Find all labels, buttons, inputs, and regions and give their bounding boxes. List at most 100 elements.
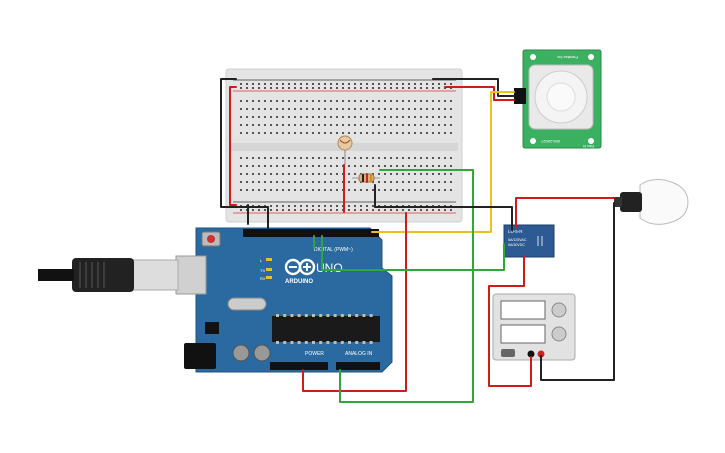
breadboard-hole[interactable] — [354, 165, 356, 167]
breadboard-hole[interactable] — [336, 181, 338, 183]
breadboard-hole[interactable] — [252, 108, 254, 110]
breadboard-hole[interactable] — [264, 209, 266, 211]
breadboard-hole[interactable] — [324, 173, 326, 175]
resistor[interactable] — [352, 173, 380, 183]
breadboard-hole[interactable] — [378, 124, 380, 126]
breadboard-hole[interactable] — [336, 209, 338, 211]
breadboard-hole[interactable] — [300, 108, 302, 110]
breadboard-hole[interactable] — [390, 83, 392, 85]
breadboard-hole[interactable] — [366, 116, 368, 118]
breadboard-hole[interactable] — [294, 209, 296, 211]
breadboard-hole[interactable] — [270, 205, 272, 207]
breadboard-hole[interactable] — [300, 157, 302, 159]
breadboard-hole[interactable] — [348, 83, 350, 85]
breadboard-hole[interactable] — [372, 132, 374, 134]
breadboard-hole[interactable] — [366, 189, 368, 191]
breadboard-hole[interactable] — [444, 173, 446, 175]
breadboard-hole[interactable] — [264, 100, 266, 102]
wire-relay-bulb[interactable] — [515, 197, 615, 228]
breadboard-hole[interactable] — [414, 100, 416, 102]
breadboard-hole[interactable] — [330, 87, 332, 89]
breadboard-hole[interactable] — [378, 181, 380, 183]
breadboard-hole[interactable] — [438, 181, 440, 183]
breadboard-hole[interactable] — [360, 209, 362, 211]
breadboard-hole[interactable] — [252, 181, 254, 183]
breadboard-hole[interactable] — [396, 181, 398, 183]
breadboard-hole[interactable] — [354, 132, 356, 134]
breadboard-hole[interactable] — [420, 83, 422, 85]
breadboard-hole[interactable] — [306, 181, 308, 183]
breadboard-hole[interactable] — [342, 132, 344, 134]
breadboard-hole[interactable] — [330, 173, 332, 175]
breadboard-hole[interactable] — [414, 173, 416, 175]
breadboard-hole[interactable] — [348, 132, 350, 134]
breadboard-hole[interactable] — [330, 108, 332, 110]
breadboard-hole[interactable] — [258, 209, 260, 211]
breadboard-hole[interactable] — [306, 83, 308, 85]
breadboard-hole[interactable] — [312, 100, 314, 102]
breadboard-hole[interactable] — [342, 83, 344, 85]
breadboard-hole[interactable] — [324, 209, 326, 211]
breadboard-hole[interactable] — [282, 132, 284, 134]
breadboard-hole[interactable] — [450, 209, 452, 211]
breadboard-hole[interactable] — [324, 100, 326, 102]
breadboard-hole[interactable] — [246, 173, 248, 175]
breadboard-hole[interactable] — [288, 209, 290, 211]
breadboard-hole[interactable] — [300, 116, 302, 118]
breadboard-hole[interactable] — [246, 181, 248, 183]
breadboard-hole[interactable] — [294, 87, 296, 89]
breadboard-hole[interactable] — [390, 165, 392, 167]
breadboard-hole[interactable] — [348, 87, 350, 89]
breadboard-hole[interactable] — [270, 116, 272, 118]
breadboard-hole[interactable] — [324, 132, 326, 134]
breadboard-hole[interactable] — [450, 157, 452, 159]
breadboard-hole[interactable] — [432, 173, 434, 175]
breadboard-hole[interactable] — [300, 87, 302, 89]
breadboard-hole[interactable] — [246, 100, 248, 102]
breadboard-hole[interactable] — [432, 189, 434, 191]
breadboard-hole[interactable] — [372, 165, 374, 167]
breadboard-hole[interactable] — [324, 87, 326, 89]
breadboard-hole[interactable] — [432, 108, 434, 110]
breadboard-hole[interactable] — [408, 209, 410, 211]
breadboard-hole[interactable] — [444, 116, 446, 118]
breadboard-hole[interactable] — [414, 132, 416, 134]
breadboard-hole[interactable] — [450, 108, 452, 110]
breadboard-hole[interactable] — [336, 189, 338, 191]
breadboard-hole[interactable] — [288, 165, 290, 167]
breadboard-hole[interactable] — [276, 173, 278, 175]
wire-vcc-pir[interactable] — [444, 86, 515, 101]
breadboard-hole[interactable] — [372, 157, 374, 159]
breadboard-hole[interactable] — [426, 100, 428, 102]
breadboard-hole[interactable] — [426, 87, 428, 89]
breadboard-hole[interactable] — [276, 157, 278, 159]
breadboard-hole[interactable] — [312, 157, 314, 159]
breadboard-hole[interactable] — [420, 116, 422, 118]
breadboard-hole[interactable] — [384, 83, 386, 85]
breadboard-hole[interactable] — [264, 173, 266, 175]
power-header[interactable] — [270, 362, 328, 370]
breadboard-hole[interactable] — [360, 83, 362, 85]
breadboard-hole[interactable] — [336, 157, 338, 159]
breadboard-hole[interactable] — [396, 189, 398, 191]
breadboard-hole[interactable] — [366, 124, 368, 126]
breadboard-hole[interactable] — [306, 87, 308, 89]
breadboard-hole[interactable] — [294, 116, 296, 118]
breadboard-hole[interactable] — [330, 83, 332, 85]
breadboard-hole[interactable] — [420, 189, 422, 191]
breadboard-hole[interactable] — [282, 124, 284, 126]
breadboard-hole[interactable] — [384, 132, 386, 134]
breadboard-hole[interactable] — [240, 173, 242, 175]
breadboard-hole[interactable] — [258, 83, 260, 85]
breadboard-hole[interactable] — [306, 116, 308, 118]
breadboard-hole[interactable] — [246, 189, 248, 191]
breadboard-hole[interactable] — [288, 205, 290, 207]
breadboard-hole[interactable] — [366, 209, 368, 211]
breadboard-hole[interactable] — [444, 157, 446, 159]
breadboard-hole[interactable] — [270, 209, 272, 211]
breadboard-hole[interactable] — [408, 181, 410, 183]
breadboard-hole[interactable] — [432, 157, 434, 159]
breadboard-hole[interactable] — [348, 100, 350, 102]
breadboard-hole[interactable] — [420, 132, 422, 134]
breadboard-hole[interactable] — [444, 181, 446, 183]
